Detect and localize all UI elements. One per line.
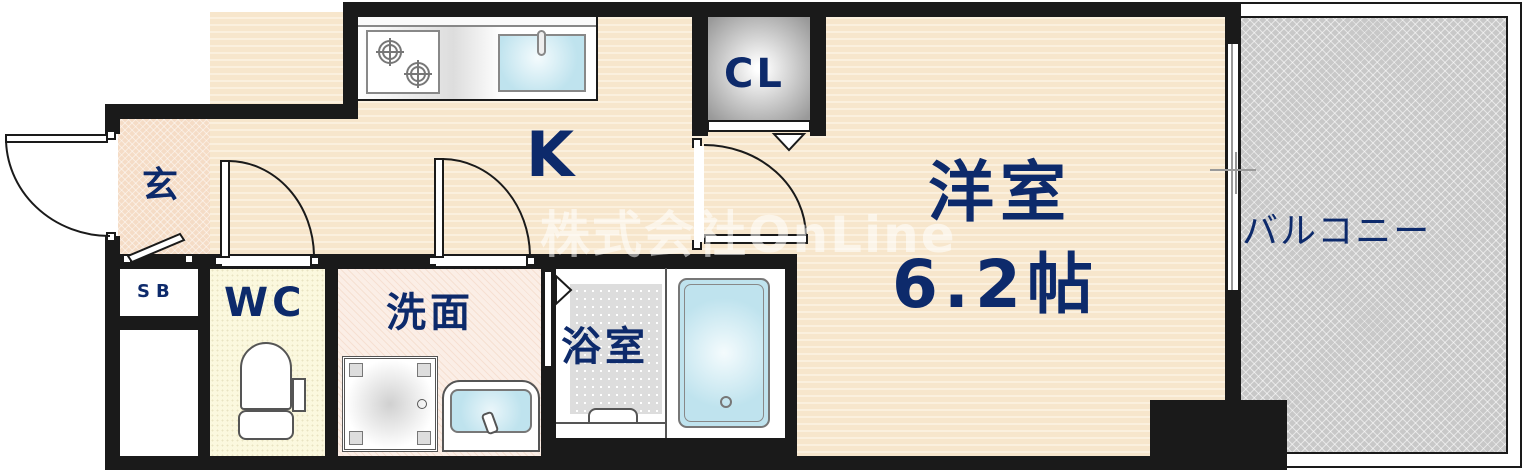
wall-closet-left	[692, 2, 708, 136]
balcony-label: バルコニー	[1242, 211, 1432, 252]
closet-door[interactable]	[707, 120, 811, 132]
wall-left-lower	[105, 236, 120, 468]
wall-sb-wc	[198, 254, 210, 468]
washroom-door-swing	[442, 158, 531, 257]
storage-area	[118, 330, 198, 458]
bath-floor-tiles	[570, 284, 662, 414]
wall-closet-right	[810, 2, 826, 136]
bath-divider	[665, 268, 667, 438]
wall-entrance-top	[105, 104, 358, 119]
wall-bottom	[105, 456, 1285, 470]
western-room-size: 6.2帖	[892, 246, 1099, 323]
balcony-floor	[1240, 16, 1508, 454]
wall-sb-separator	[105, 316, 203, 330]
western-room-door-swing	[703, 144, 807, 237]
wash-basin-icon	[442, 380, 540, 452]
wc-door[interactable]	[220, 160, 230, 258]
door-opening	[222, 256, 310, 266]
wall-bath-bottom	[541, 438, 797, 458]
bathroom-door[interactable]	[543, 270, 553, 368]
wall-bath-room	[785, 254, 797, 468]
shoe-box-door[interactable]	[126, 232, 196, 264]
stove-icon	[366, 30, 440, 94]
entrance-floor	[118, 118, 210, 258]
pillar	[1150, 400, 1287, 470]
washing-machine-pan-icon	[342, 356, 438, 452]
toilet-icon	[238, 342, 306, 442]
western-room-floor	[795, 12, 1227, 462]
closet-label: CL	[724, 51, 785, 97]
toilet-label: WC	[224, 280, 306, 326]
closet-interior	[708, 17, 810, 120]
entrance-door-swing	[4, 136, 111, 237]
shoe-box-area	[118, 268, 198, 316]
watermark: 株式会社OnLine	[540, 206, 957, 264]
kitchen-counter	[358, 17, 598, 101]
bath-step	[556, 422, 666, 438]
door-opening	[436, 256, 526, 266]
door-jamb	[184, 254, 194, 264]
bathroom-label: 浴室	[561, 324, 649, 370]
closet-door-marker	[771, 133, 807, 152]
wall-wc-wash	[325, 254, 338, 468]
window-crosshair	[1210, 169, 1256, 171]
balcony-window[interactable]	[1226, 42, 1240, 292]
shoe-box-label: SB	[137, 281, 176, 302]
door-opening	[694, 146, 704, 242]
washroom-door[interactable]	[434, 158, 444, 258]
kitchen-label: K	[526, 118, 575, 191]
wall-left-upper	[105, 104, 120, 134]
wall-top	[343, 2, 1240, 17]
bathtub-icon	[678, 278, 770, 428]
door-jamb	[526, 256, 536, 266]
door-jamb	[106, 232, 116, 242]
entrance-label: 玄	[142, 165, 179, 206]
wall-kitchen-left	[343, 2, 358, 119]
washroom-label: 洗面	[386, 290, 474, 336]
door-jamb	[310, 256, 320, 266]
western-room-label: 洋室	[928, 154, 1072, 231]
wc-door-swing	[228, 160, 315, 257]
bathroom-door-marker	[555, 273, 573, 307]
western-room-door[interactable]	[704, 234, 808, 244]
kitchen-sink-icon	[498, 30, 586, 92]
